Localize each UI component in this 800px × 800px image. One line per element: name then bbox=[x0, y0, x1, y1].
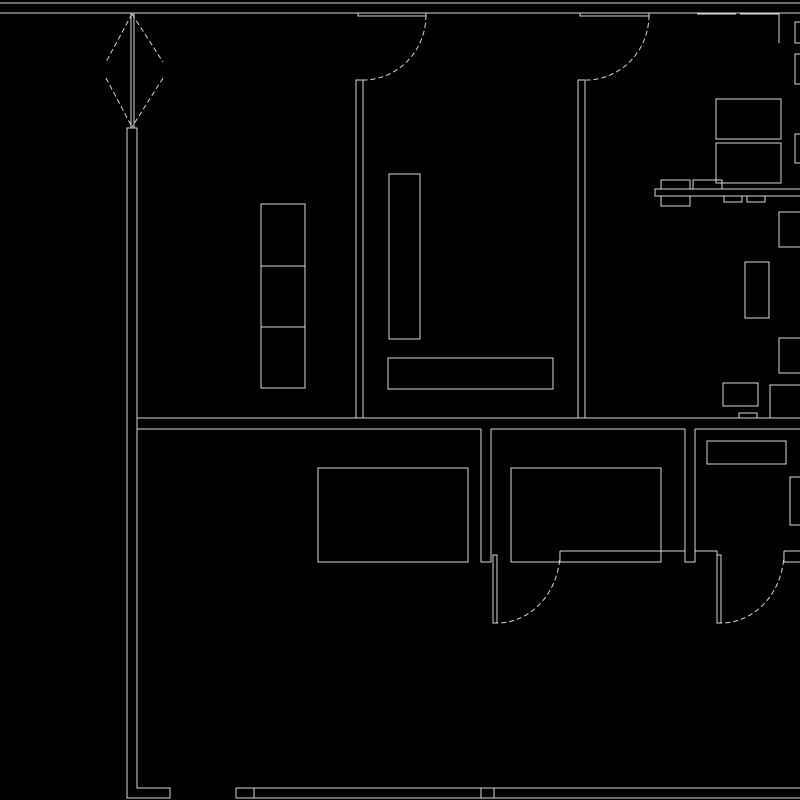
furniture bbox=[260, 21, 800, 563]
folding-door bbox=[105, 13, 164, 128]
wall-segment bbox=[559, 550, 685, 562]
doors bbox=[357, 12, 785, 624]
item bbox=[778, 211, 800, 248]
item bbox=[738, 412, 758, 419]
cabinet bbox=[260, 265, 306, 328]
cabinet bbox=[260, 326, 306, 389]
door-3-leaf bbox=[492, 554, 498, 624]
cabinet bbox=[260, 203, 306, 267]
door-4-swing bbox=[720, 551, 785, 624]
table bbox=[317, 467, 469, 563]
box bbox=[715, 142, 782, 184]
item bbox=[789, 476, 800, 526]
item bbox=[723, 195, 743, 203]
partition-wall-1 bbox=[355, 79, 364, 419]
item bbox=[794, 133, 800, 164]
partition-wall-4 bbox=[684, 429, 718, 563]
door-1-leaf bbox=[357, 12, 427, 17]
wall-segment-right bbox=[783, 550, 800, 563]
box bbox=[715, 98, 782, 140]
door-3-swing bbox=[496, 551, 561, 624]
item bbox=[794, 21, 800, 44]
door-2-swing bbox=[585, 14, 650, 81]
counter bbox=[706, 440, 787, 465]
door-1-swing bbox=[362, 14, 427, 81]
top-right-wall bbox=[697, 13, 780, 43]
interior-walls bbox=[137, 13, 800, 563]
item bbox=[692, 179, 723, 190]
item bbox=[660, 195, 691, 207]
item bbox=[746, 195, 766, 203]
desk bbox=[388, 173, 421, 340]
item bbox=[660, 179, 691, 190]
door-2-leaf bbox=[579, 12, 650, 17]
item bbox=[778, 337, 800, 374]
table bbox=[744, 261, 770, 319]
bottom-wall bbox=[235, 787, 800, 799]
item bbox=[794, 53, 800, 85]
shelf bbox=[654, 188, 800, 197]
table bbox=[510, 467, 662, 563]
door-4-leaf bbox=[716, 554, 722, 624]
partition-wall-2 bbox=[577, 79, 586, 419]
desk bbox=[387, 357, 554, 390]
item bbox=[722, 382, 759, 407]
right-wall-stub bbox=[769, 384, 800, 418]
left-wall bbox=[126, 127, 171, 799]
partition-wall-3 bbox=[480, 429, 492, 563]
